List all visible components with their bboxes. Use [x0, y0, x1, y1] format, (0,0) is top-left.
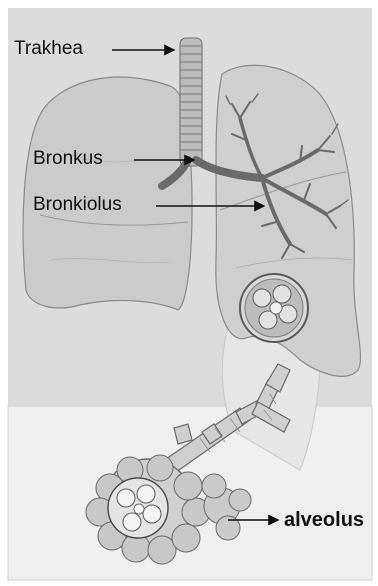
- bronchus-label: Bronkus: [33, 149, 103, 168]
- trachea-label: Trakhea: [14, 39, 83, 58]
- bronchiole-label: Bronkiolus: [33, 195, 122, 214]
- trachea: [180, 38, 202, 166]
- alveolus-label: alveolus: [284, 510, 364, 530]
- alveolus-magnified-circle: [240, 274, 308, 342]
